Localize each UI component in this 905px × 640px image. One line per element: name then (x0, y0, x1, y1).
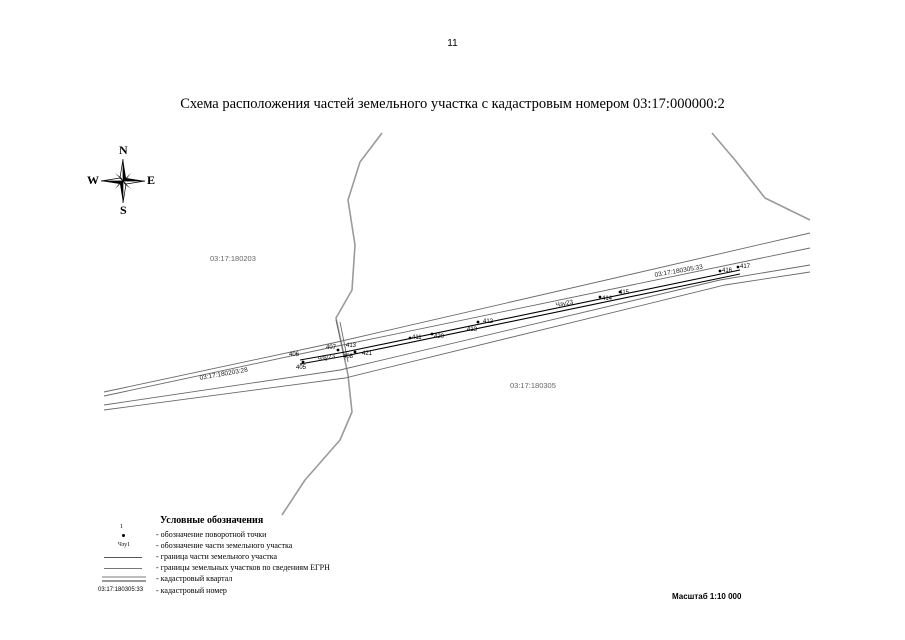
point-number: 420 (434, 334, 445, 340)
legend-item-part-boundary: - граница части земельного участка (98, 552, 398, 563)
legend-title: Условные обозначения (160, 515, 264, 526)
legend-text: - обозначение поворотной точки (156, 530, 267, 539)
quarter-boundary-east (711, 132, 811, 221)
turning-point (301, 360, 305, 364)
legend-symbol-quarter (98, 574, 153, 585)
quarter-label: 03:17:180203 (210, 254, 256, 263)
turning-point (353, 350, 357, 354)
legend-text: - кадастровый квартал (156, 574, 233, 583)
point-number: 406 (289, 352, 300, 358)
egrn-boundary-mid-upper (103, 247, 811, 397)
legend-item-turning-point: 1 - обозначение поворотной точки (98, 524, 398, 541)
compass-south: S (120, 203, 127, 217)
point-number: 421 (362, 351, 373, 357)
compass-rose: N S W E (85, 143, 165, 217)
legend-text: - границы земельных участков по сведения… (156, 563, 330, 572)
quarter-label: 03:17:180305 (510, 381, 556, 390)
turning-point (718, 269, 722, 273)
part-boundary-west-bottom (299, 355, 346, 365)
turning-point (336, 348, 340, 352)
legend-symbol-part: Чзу1 (118, 542, 131, 548)
legend-text: - кадастровый номер (156, 586, 227, 595)
point-number: 413 (346, 343, 357, 349)
part-label: Чзу23 (555, 299, 574, 309)
cadastral-number: 03:17:180305:33 (654, 264, 704, 279)
point-number: 416 (722, 268, 733, 274)
part-label: Чзу23 (317, 353, 336, 363)
scale-label: Масштаб 1:10 000 (672, 592, 742, 601)
turning-point (430, 332, 434, 336)
compass-north: N (119, 143, 128, 157)
legend-item-quarter: - кадастровый квартал (98, 574, 398, 585)
legend-text: - граница части земельного участка (156, 552, 278, 561)
page-number: 11 (447, 38, 458, 49)
quarter-boundary-north (281, 132, 383, 516)
part-boundary-west (335, 319, 346, 361)
turning-point (408, 336, 412, 340)
compass-west: W (87, 173, 99, 187)
turning-point (736, 265, 740, 269)
point-number: 413 (467, 327, 478, 333)
point-number: 408 (343, 354, 354, 360)
point-number: 412 (483, 319, 494, 325)
egrn-boundary-upper (103, 232, 811, 393)
legend-item-egrn-boundary: - границы земельных участков по сведения… (98, 563, 398, 574)
turning-point (476, 320, 480, 324)
compass-icon (100, 158, 146, 204)
point-number: 405 (296, 365, 307, 371)
turning-point (618, 290, 622, 294)
page-title: Схема расположения частей земельного уча… (180, 96, 725, 112)
part-boundary-west-top (299, 351, 346, 361)
point-number: 417 (740, 264, 751, 270)
legend-symbol-number: 03:17:180305:33 (98, 587, 144, 593)
legend: Условные обозначения 1 - обозначение пов… (98, 515, 398, 625)
turning-point (598, 295, 602, 299)
cadastral-number: 03:17:180203:28 (199, 367, 249, 382)
egrn-boundary-lower (103, 271, 811, 411)
point-number: 414 (602, 296, 613, 302)
legend-symbol-line (98, 563, 153, 574)
legend-text: - обозначение части земельного участка (156, 541, 293, 550)
part-boundary-bottom (344, 273, 741, 357)
egrn-boundary-mid-lower (103, 264, 811, 406)
compass-east: E (147, 173, 156, 187)
point-number: 407 (326, 345, 337, 351)
point-number: 411 (412, 335, 422, 341)
legend-item-part-label: Чзу1 - обозначение части земельного учас… (98, 541, 398, 552)
legend-symbol-point: 1 (98, 524, 153, 541)
legend-item-cadastral-number: 03:17:180305:33 - кадастровый номер (98, 586, 398, 597)
part-boundary-top (344, 269, 741, 353)
point-number: 415 (619, 290, 630, 296)
legend-symbol-line (98, 552, 153, 563)
